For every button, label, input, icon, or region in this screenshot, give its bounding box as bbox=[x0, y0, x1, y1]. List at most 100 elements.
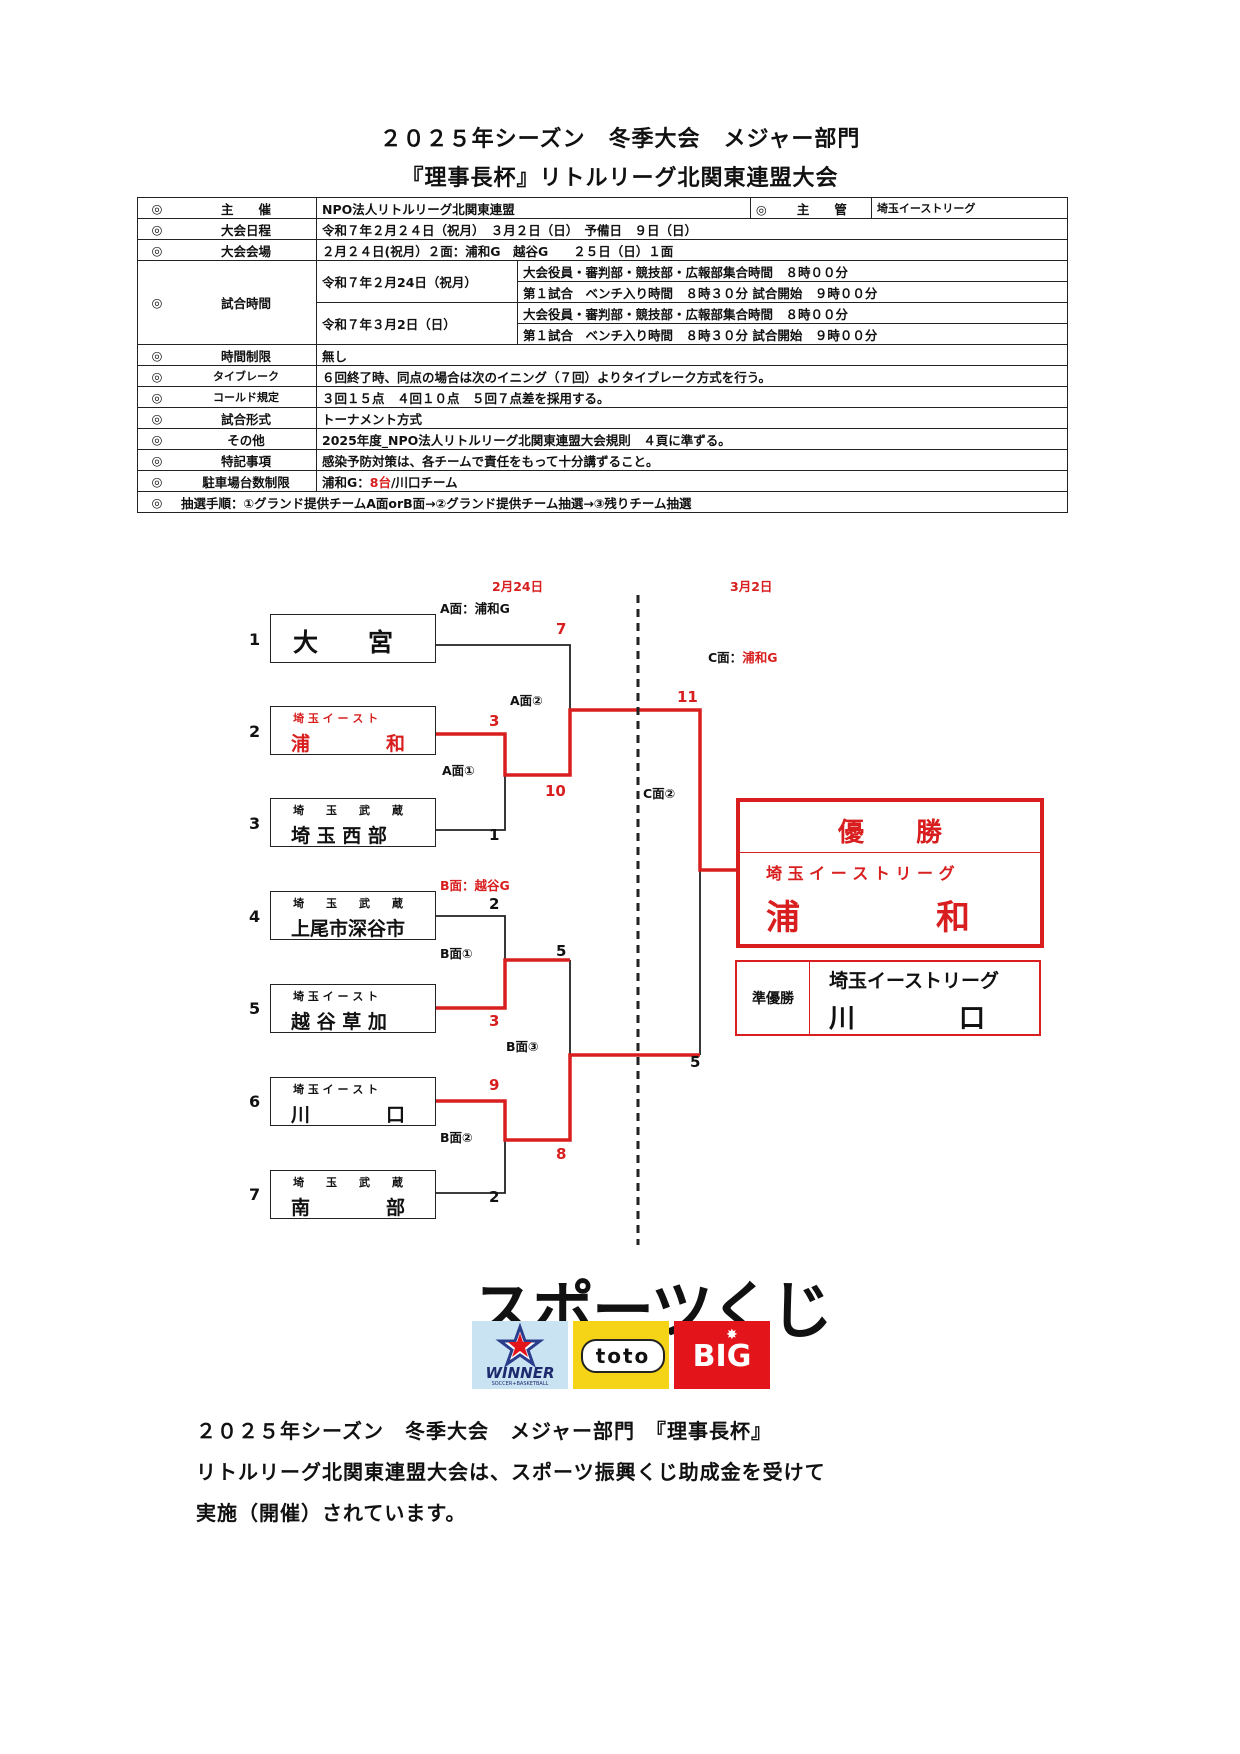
runnerup-label-cell: 準優勝 bbox=[737, 962, 810, 1034]
toto-logo: toto bbox=[573, 1321, 669, 1389]
win-line-b2 bbox=[436, 1053, 700, 1142]
team-league: 埼 玉 イ ー ス ト bbox=[293, 712, 379, 725]
champion-box: 優 勝 埼 玉 イ ー ス ト リ ー グ 浦 和 bbox=[736, 798, 1044, 948]
limit-label: 時間制限 bbox=[176, 344, 317, 366]
document-title: ２０２５年シーズン 冬季大会 メジャー部門 bbox=[379, 127, 861, 152]
other-value: 2025年度_NPO法人リトルリーグ北関東連盟大会規則 ４頁に準ずる。 bbox=[316, 428, 1068, 450]
score-final-bottom: 5 bbox=[690, 1053, 701, 1071]
day1-line2: 第１試合 ベンチ入り時間 ８時３０分 試合開始 ９時００分 bbox=[517, 281, 1068, 303]
team-league: 埼 玉 イ ー ス ト bbox=[293, 990, 379, 1003]
parking-label: 駐車場台数制限 bbox=[176, 470, 317, 492]
seed-number: 1 bbox=[249, 630, 261, 649]
parking-a: 浦和G： bbox=[322, 474, 370, 490]
runnerup-name: 川 口 bbox=[829, 1004, 986, 1034]
seed-number: 3 bbox=[249, 814, 261, 833]
footer-line-2: リトルリーグ北関東連盟大会は、スポーツ振興くじ助成金を受けて bbox=[196, 1460, 826, 1484]
called-value: ３回１５点 ４回１０点 ５回７点差を採用する。 bbox=[316, 386, 1068, 408]
document-subtitle: 『理事長杯』リトルリーグ北関東連盟大会 bbox=[401, 166, 839, 191]
game-b3: B面③ bbox=[506, 1039, 539, 1054]
day1-date: 令和７年２月24日（祝月） bbox=[316, 260, 518, 303]
game-a1: A面① bbox=[442, 763, 475, 778]
line-a1-bottom bbox=[436, 775, 506, 831]
big-logo: ✸ BIG bbox=[674, 1321, 770, 1389]
info-table: ◎ 主 催 NPO法人リトルリーグ北関東連盟 ◎主 管 埼玉イーストリーグ ◎ … bbox=[137, 197, 1069, 513]
score-final-top: 11 bbox=[677, 688, 698, 706]
runnerup-box: 準優勝 埼玉イーストリーグ 川 口 bbox=[735, 960, 1041, 1036]
seed-number: 6 bbox=[249, 1092, 261, 1111]
win-line-a1 bbox=[436, 708, 736, 872]
team-box-7: 埼 玉 武 蔵 南 部 bbox=[270, 1170, 436, 1219]
team-name: 上尾市深谷市 bbox=[291, 918, 406, 940]
schedule-value: 令和７年２月２４日（祝月） ３月２日（日） 予備日 ９日（日） bbox=[316, 218, 1068, 240]
score-team7: 2 bbox=[489, 1188, 500, 1206]
notes-value: 感染予防対策は、各チームで責任をもって十分講ずること。 bbox=[316, 449, 1068, 471]
score-team1: 7 bbox=[556, 620, 567, 638]
winner-subtext: SOCCER+BASKETBALL bbox=[491, 1381, 549, 1387]
sparkle-icon: ✸ bbox=[726, 1327, 738, 1343]
mark: ◎ bbox=[137, 491, 176, 513]
line-b1-top bbox=[436, 915, 506, 960]
winner-logo: WINNER SOCCER+BASKETBALL bbox=[472, 1321, 568, 1389]
manager-value: 埼玉イーストリーグ bbox=[870, 197, 1069, 219]
seed-number: 5 bbox=[249, 999, 261, 1018]
tiebreak-label: タイブレーク bbox=[176, 365, 317, 387]
mark: ◎ bbox=[137, 260, 176, 345]
game-b1: B面① bbox=[440, 946, 473, 961]
team-name: 川 口 bbox=[291, 1104, 406, 1126]
toto-text: toto bbox=[581, 1339, 665, 1373]
seed-number: 7 bbox=[249, 1185, 261, 1204]
champion-header: 優 勝 bbox=[740, 802, 1040, 853]
seed-number: 4 bbox=[249, 907, 261, 926]
court-a-caption: A面：浦和G bbox=[440, 601, 510, 616]
game-a2: A面② bbox=[510, 693, 543, 708]
team-box-4: 埼 玉 武 蔵 上尾市深谷市 bbox=[270, 891, 436, 940]
line-a2-top bbox=[436, 644, 571, 710]
date-feb24: 2月24日 bbox=[492, 579, 544, 594]
team-box-6: 埼 玉 イ ー ス ト 川 口 bbox=[270, 1077, 436, 1126]
runnerup-league: 埼玉イーストリーグ bbox=[829, 970, 1000, 992]
score-team6: 9 bbox=[489, 1076, 500, 1094]
team-name: 浦 和 bbox=[291, 733, 406, 755]
day2-date: 令和７年３月2日（日） bbox=[316, 302, 518, 345]
parking-count: 8台 bbox=[369, 474, 391, 490]
court-c-label: C面： bbox=[708, 650, 743, 665]
court-b-caption: B面：越谷G bbox=[440, 878, 510, 893]
score-b1-winner: 5 bbox=[556, 942, 567, 960]
court-c-caption: C面：浦和G bbox=[708, 647, 777, 666]
champion-league: 埼 玉 イ ー ス ト リ ー グ bbox=[766, 864, 955, 883]
star-icon bbox=[495, 1322, 545, 1368]
line-b2-bottom bbox=[436, 1140, 506, 1194]
team-league: 埼 玉 武 蔵 bbox=[293, 804, 403, 817]
score-team5: 3 bbox=[489, 1012, 500, 1030]
team-name: 南 部 bbox=[291, 1197, 406, 1219]
team-box-2: 埼 玉 イ ー ス ト 浦 和 bbox=[270, 706, 436, 755]
date-mar2: 3月2日 bbox=[730, 579, 773, 594]
team-league: 埼 玉 武 蔵 bbox=[293, 1176, 403, 1189]
team-league: 埼 玉 武 蔵 bbox=[293, 897, 403, 910]
score-team4: 2 bbox=[489, 895, 500, 913]
winner-text: WINNER bbox=[485, 1364, 555, 1382]
team-box-3: 埼 玉 武 蔵 埼 玉 西 部 bbox=[270, 798, 436, 847]
big-text: BIG bbox=[692, 1339, 752, 1374]
seed-number: 2 bbox=[249, 722, 261, 741]
score-a1-winner: 10 bbox=[545, 782, 566, 800]
parking-c: /川口チーム bbox=[390, 474, 458, 490]
game-c2: C面② bbox=[643, 786, 676, 801]
win-line-b1 bbox=[436, 958, 570, 1010]
time-label: 試合時間 bbox=[176, 260, 317, 345]
team-league: 埼 玉 イ ー ス ト bbox=[293, 1083, 379, 1096]
champion-label: 優 勝 bbox=[837, 818, 942, 848]
score-team3: 1 bbox=[489, 826, 500, 844]
team-box-1: 大 宮 bbox=[270, 614, 436, 663]
manager-label-cell: ◎ 主 管 bbox=[749, 197, 872, 219]
score-b2-winner: 8 bbox=[556, 1145, 567, 1163]
court-c-ground: 浦和G bbox=[742, 650, 778, 665]
runnerup-label: 準優勝 bbox=[752, 991, 794, 1007]
footer-line-1: ２０２５年シーズン 冬季大会 メジャー部門 『理事長杯』 bbox=[196, 1419, 772, 1443]
game-b2: B面② bbox=[440, 1130, 473, 1145]
team-name: 越 谷 草 加 bbox=[291, 1011, 387, 1033]
team-name: 大 宮 bbox=[293, 628, 394, 657]
mark: ◎ bbox=[755, 201, 767, 217]
manager-label: 主 管 bbox=[796, 201, 847, 217]
